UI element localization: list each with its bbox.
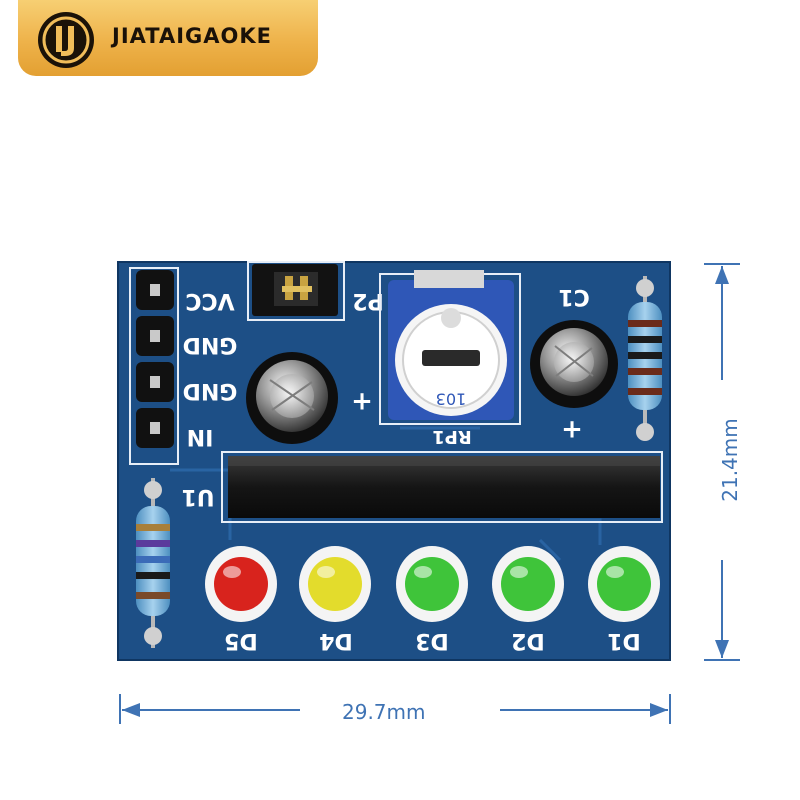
capacitor-left	[246, 352, 338, 444]
chip-u1	[221, 451, 663, 523]
polarity-mark-c1: +	[561, 415, 583, 445]
chip-label: U1	[181, 484, 214, 509]
led-d2	[492, 546, 564, 622]
led-d4	[299, 546, 371, 622]
pin-label-gnd-2: GND	[183, 378, 238, 403]
led-d3	[396, 546, 468, 622]
led-row	[205, 546, 660, 622]
resistor-left	[136, 478, 170, 648]
brand-logo-icon	[38, 12, 94, 68]
polarity-mark-left: +	[351, 387, 373, 417]
led-d5	[205, 546, 277, 622]
pin-label-gnd-1: GND	[183, 332, 238, 357]
brand-name: JIATAIGAOKE	[112, 24, 272, 48]
cap-c1-label: C1	[558, 284, 589, 309]
pot-marking: 103	[436, 390, 467, 409]
potentiometer-rp1	[379, 270, 521, 425]
width-dimension-label: 29.7mm	[342, 700, 426, 724]
height-dimension-label: 21.4mm	[718, 418, 742, 502]
led-label-d5: D5	[224, 628, 258, 653]
led-label-d1: D1	[607, 628, 641, 653]
led-label-d2: D2	[511, 628, 545, 653]
resistor-right	[628, 276, 662, 441]
pin-label-in: IN	[187, 424, 214, 449]
jumper-label: P2	[352, 288, 383, 313]
width-dimension	[119, 694, 671, 724]
pin-header	[136, 270, 174, 448]
capacitor-c1	[530, 320, 618, 408]
height-dimension	[704, 263, 740, 661]
pin-label-vcc: VCC	[185, 288, 234, 313]
led-d1	[588, 546, 660, 622]
led-label-d3: D3	[415, 628, 449, 653]
jumper-p2	[247, 261, 345, 321]
brand-badge: JIATAIGAOKE	[18, 0, 318, 76]
led-label-d4: D4	[319, 628, 353, 653]
pot-label: RP1	[432, 426, 472, 447]
